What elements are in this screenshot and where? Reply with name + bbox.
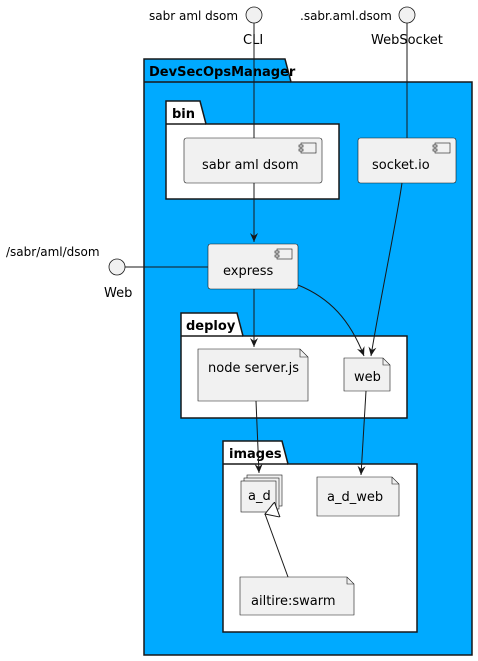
- interface-note: sabr aml dsom: [149, 9, 238, 23]
- interface-websocket[interactable]: .sabr.aml.dsom WebSocket: [300, 6, 443, 48]
- component-icon: [432, 142, 451, 154]
- package-images-title: images: [229, 447, 282, 462]
- interface-web[interactable]: /sabr/aml/dsom Web: [6, 245, 132, 301]
- interface-label: CLI: [243, 33, 263, 48]
- package-deploy-title: deploy: [186, 319, 236, 334]
- component-express[interactable]: express: [207, 243, 299, 290]
- interface-cli[interactable]: sabr aml dsom CLI: [149, 6, 263, 48]
- artifact-web[interactable]: web: [343, 357, 391, 392]
- artifact-label: node server.js: [208, 361, 299, 376]
- arrow-socketio-to-web: [368, 182, 403, 357]
- component-icon: [274, 248, 293, 260]
- arrow-express-to-web: [297, 284, 365, 357]
- artifact-node-server-js[interactable]: node server.js: [197, 348, 309, 402]
- interface-note: .sabr.aml.dsom: [300, 9, 392, 23]
- component-label: socket.io: [372, 158, 430, 173]
- arrow-web-to-a-d-web: [357, 390, 367, 476]
- component-sabr-aml-dsom[interactable]: sabr aml dsom: [183, 137, 323, 184]
- arrow-node-server-to-a-d: [254, 400, 263, 474]
- package-title: DevSecOpsManager: [149, 65, 296, 80]
- package-bin-title: bin: [172, 107, 195, 122]
- generalization-swarm-to-a-d: [265, 514, 289, 578]
- component-label: sabr aml dsom: [202, 158, 298, 173]
- interface-note: /sabr/aml/dsom: [6, 245, 100, 259]
- artifact-label: web: [354, 370, 381, 385]
- artifact-ailtire-swarm[interactable]: ailtire:swarm: [239, 576, 355, 616]
- component-icon: [298, 142, 317, 154]
- artifact-a-d[interactable]: a_d: [240, 474, 283, 513]
- artifact-label: ailtire:swarm: [251, 594, 336, 609]
- interface-label: Web: [104, 286, 132, 301]
- artifact-a-d-web[interactable]: a_d_web: [316, 476, 400, 517]
- connectors: [125, 23, 408, 578]
- component-socket-io[interactable]: socket.io: [357, 137, 457, 184]
- artifact-label: a_d_web: [327, 490, 383, 505]
- component-label: express: [223, 264, 274, 279]
- artifact-label: a_d: [248, 489, 271, 504]
